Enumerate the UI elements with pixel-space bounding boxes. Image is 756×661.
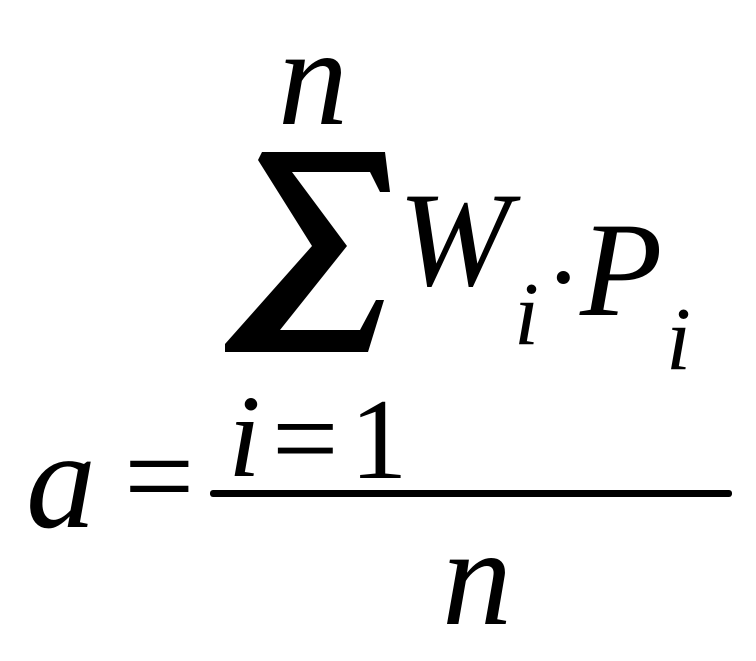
term-w: W xyxy=(398,166,511,315)
sum-lower-limit-equals: = xyxy=(272,373,339,504)
sum-lower-limit-var: i xyxy=(228,371,261,502)
sum-upper-limit: n xyxy=(278,0,348,155)
term-p-subscript: i xyxy=(666,290,692,389)
term-w-subscript: i xyxy=(514,265,540,364)
term-p: P xyxy=(580,196,663,345)
fraction-bar xyxy=(210,490,732,497)
sum-lower-limit-value: 1 xyxy=(350,376,408,503)
denominator: n xyxy=(442,500,512,655)
lhs-variable: a xyxy=(26,403,96,558)
equals-sign: = xyxy=(124,408,195,546)
multiply-dot: · xyxy=(545,216,582,338)
